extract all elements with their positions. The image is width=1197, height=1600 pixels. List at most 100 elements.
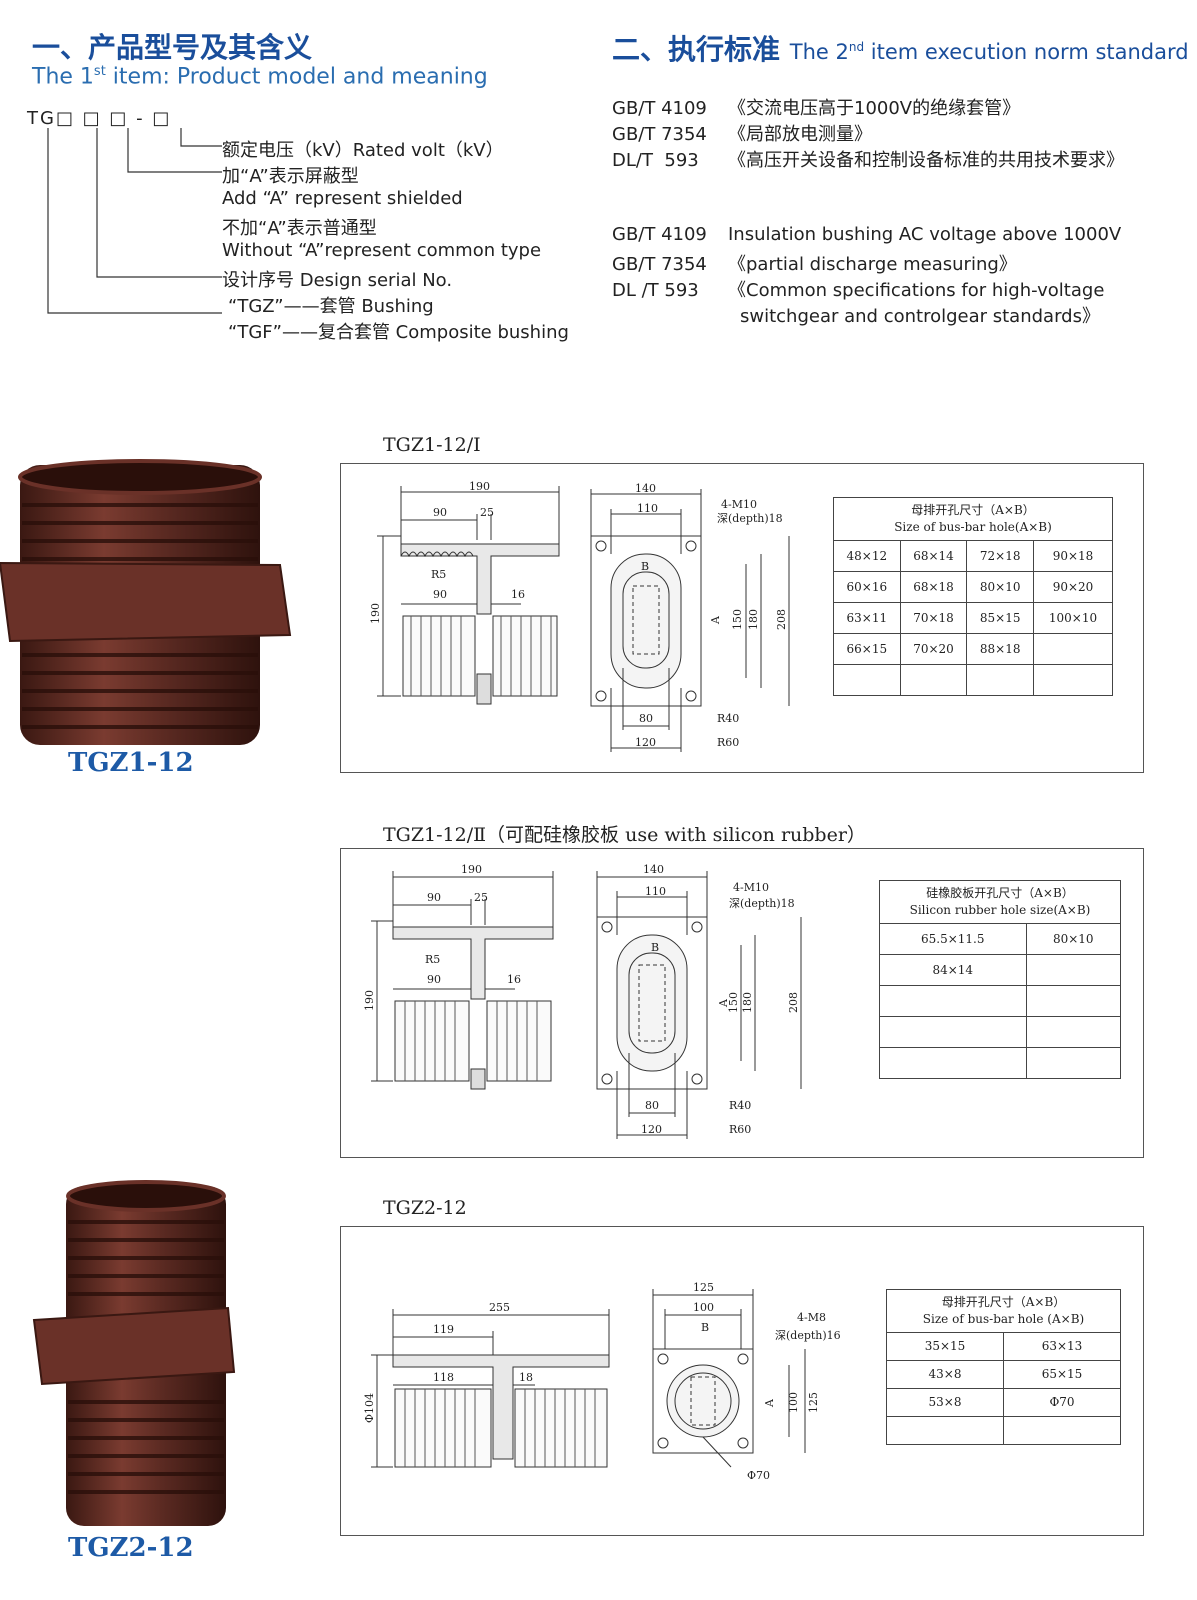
d2-dim-190-side: 190 xyxy=(363,990,376,1011)
d3-dim-100-top: 100 xyxy=(693,1301,714,1314)
drawing2-title: TGZ1-12/Ⅱ（可配硅橡胶板 use with silicon rubber… xyxy=(383,824,866,846)
d1-table-header: 母排开孔尺寸（A×B）Size of bus-bar hole(A×B) xyxy=(833,497,1113,541)
table-row xyxy=(833,663,1113,696)
drawing2-hole-table: 硅橡胶板开孔尺寸（A×B）Silicon rubber hole size(A×… xyxy=(879,880,1121,1079)
drawing2-side-front-views: 190 90 25 R5 90 16 190 140 110 4-M10 深(d… xyxy=(363,863,802,1139)
d3-dim-100-side: 100 xyxy=(787,1392,800,1413)
d2-dim-b: B xyxy=(651,941,659,954)
d2-dim-25: 25 xyxy=(474,891,488,904)
meaning-no-a-en: Without “A”represent common type xyxy=(222,240,542,261)
d3-dim-4m8: 4-M8 xyxy=(797,1311,826,1324)
d1-dim-a: A xyxy=(709,615,722,625)
d2-dim-110: 110 xyxy=(645,885,666,898)
d3-table-header: 母排开孔尺寸（A×B）Size of bus-bar hole (A×B) xyxy=(886,1289,1121,1333)
d2-dim-140: 140 xyxy=(643,863,664,876)
d1-dim-208: 208 xyxy=(775,609,788,630)
d2-dim-r5: R5 xyxy=(425,953,440,966)
tgz1-12-photo xyxy=(0,459,292,745)
drawing3-side-front-views: 255 119 118 18 Φ104 125 100 4-M8 深(depth… xyxy=(363,1281,841,1482)
drawing3-hole-table: 母排开孔尺寸（A×B）Size of bus-bar hole (A×B) 35… xyxy=(886,1289,1121,1445)
d3-dim-a: A xyxy=(763,1398,776,1408)
drawing3-frame: 255 119 118 18 Φ104 125 100 4-M8 深(depth… xyxy=(340,1226,1144,1536)
product-label-tgz1: TGZ1-12 xyxy=(68,748,194,778)
d3-dim-118: 118 xyxy=(433,1371,454,1384)
d1-dim-150: 150 xyxy=(731,609,744,630)
d2-dim-150: 150 xyxy=(727,992,740,1013)
d1-dim-90-top: 90 xyxy=(433,506,447,519)
d3-dim-depth: 深(depth)16 xyxy=(775,1329,841,1342)
d2-dim-depth: 深(depth)18 xyxy=(729,897,795,910)
table-row xyxy=(879,1015,1121,1048)
d1-dim-120: 120 xyxy=(635,736,656,749)
drawing1-hole-table: 母排开孔尺寸（A×B）Size of bus-bar hole(A×B) 48×… xyxy=(833,497,1113,696)
d3-dim-phi104: Φ104 xyxy=(363,1393,376,1423)
drawing1-side-front-views: 190 90 25 R5 90 16 190 140 110 4-M10 深(d… xyxy=(369,480,790,752)
d1-dim-180: 180 xyxy=(747,609,760,630)
d1-dim-190-top: 190 xyxy=(469,480,490,493)
product-label-tgz2: TGZ2-12 xyxy=(68,1533,194,1563)
d1-dim-16: 16 xyxy=(511,588,525,601)
section1-subtitle: The 1st item: Product model and meaning xyxy=(32,64,488,90)
drawing2-frame: 190 90 25 R5 90 16 190 140 110 4-M10 深(d… xyxy=(340,848,1144,1158)
d3-dim-125-side: 125 xyxy=(807,1392,820,1413)
d1-dim-140: 140 xyxy=(635,482,656,495)
d1-dim-25: 25 xyxy=(480,506,494,519)
d1-dim-b: B xyxy=(641,560,649,573)
drawing3-title: TGZ2-12 xyxy=(383,1197,467,1219)
standard-cn-1: GB/T 4109《交流电压高于1000V的绝缘套管》 xyxy=(612,98,1021,119)
d1-dim-r5: R5 xyxy=(431,568,446,581)
d1-dim-80: 80 xyxy=(639,712,653,725)
meaning-voltage: 额定电压（kV）Rated volt（kV） xyxy=(222,140,504,161)
table-row xyxy=(886,1415,1121,1445)
meaning-no-a-cn: 不加“A”表示普通型 xyxy=(222,218,377,239)
d3-dim-255: 255 xyxy=(489,1301,510,1314)
d2-dim-180: 180 xyxy=(741,992,754,1013)
d2-dim-16: 16 xyxy=(507,973,521,986)
section2-title: 二、执行标准 The 2nd item execution norm stand… xyxy=(612,33,1189,66)
d1-dim-90-bottom: 90 xyxy=(433,588,447,601)
table-row: 84×14 xyxy=(879,953,1121,986)
standard-en-3-cont: switchgear and controlgear standards》 xyxy=(740,306,1100,327)
standard-en-2: GB/T 7354《partial discharge measuring》 xyxy=(612,254,1017,275)
d2-dim-r60: R60 xyxy=(729,1123,751,1136)
tgz2-12-photo xyxy=(32,1180,236,1526)
d3-dim-125-top: 125 xyxy=(693,1281,714,1294)
section1-title: 一、产品型号及其含义 xyxy=(32,31,313,64)
drawing1-title: TGZ1-12/Ⅰ xyxy=(383,434,481,456)
d2-table-header: 硅橡胶板开孔尺寸（A×B）Silicon rubber hole size(A×… xyxy=(879,880,1121,924)
drawing1-frame: 190 90 25 R5 90 16 190 140 110 4-M10 深(d… xyxy=(340,463,1144,773)
standard-cn-2: GB/T 7354《局部放电测量》 xyxy=(612,124,872,145)
d3-dim-phi70: Φ70 xyxy=(747,1469,770,1482)
standard-cn-3: DL/T 593《高压开关设备和控制设备标准的共用技术要求》 xyxy=(612,150,1124,171)
d2-dim-r40: R40 xyxy=(729,1099,751,1112)
meaning-a-en: Add “A” represent shielded xyxy=(222,188,463,209)
d2-dim-90-bottom: 90 xyxy=(427,973,441,986)
d1-dim-190-side: 190 xyxy=(369,603,382,624)
d2-dim-190-top: 190 xyxy=(461,863,482,876)
model-code: TG□ □ □ - □ xyxy=(27,108,172,129)
d2-dim-80: 80 xyxy=(645,1099,659,1112)
meaning-a-cn: 加“A”表示屏蔽型 xyxy=(222,166,359,187)
d3-dim-119: 119 xyxy=(433,1323,454,1336)
d2-dim-120: 120 xyxy=(641,1123,662,1136)
d2-dim-90-top: 90 xyxy=(427,891,441,904)
d2-dim-208: 208 xyxy=(787,992,800,1013)
meaning-tgf: “TGF”——复合套管 Composite bushing xyxy=(228,322,569,343)
d1-dim-4m10: 4-M10 xyxy=(721,498,757,511)
model-leader-lines xyxy=(47,128,222,314)
d2-dim-a: A xyxy=(717,998,730,1008)
table-row xyxy=(879,1046,1121,1079)
d1-dim-depth: 深(depth)18 xyxy=(717,512,783,525)
d2-dim-4m10: 4-M10 xyxy=(733,881,769,894)
d1-dim-r60: R60 xyxy=(717,736,739,749)
table-row xyxy=(879,984,1121,1017)
